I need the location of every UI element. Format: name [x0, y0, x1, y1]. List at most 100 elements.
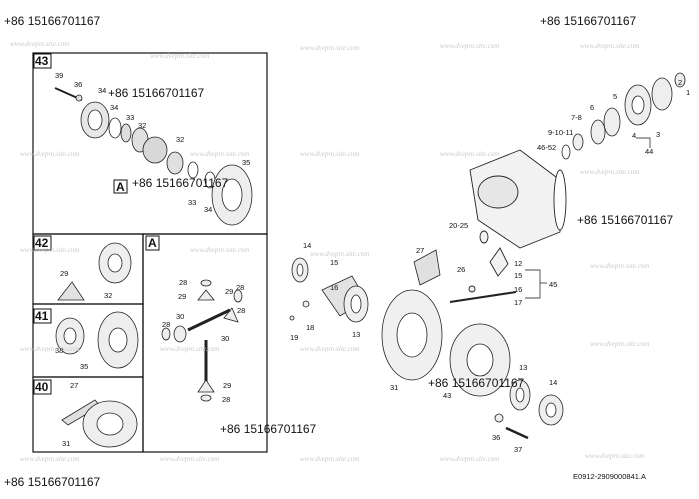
- phone-overlay-center: +86 15166701167: [428, 376, 525, 390]
- phone-overlay-top-left: +86 15166701167: [4, 14, 101, 28]
- callout-number: 20-25: [449, 221, 468, 230]
- watermark: www.dvepro.site.com: [440, 42, 500, 50]
- callout-number: 33: [188, 198, 196, 207]
- callout-number: 38: [55, 346, 63, 355]
- watermark: www.dvepro.site.com: [310, 250, 370, 258]
- callout-number: 16: [514, 285, 522, 294]
- callout-number: 16: [330, 283, 338, 292]
- watermark: www.dvepro.site.com: [150, 52, 210, 60]
- box-label-a: A: [148, 236, 157, 250]
- callout-label-a: A: [116, 180, 125, 194]
- box-a: [142, 233, 268, 453]
- watermark: www.dvepro.site.com: [300, 150, 360, 158]
- watermark: www.dvepro.site.com: [300, 44, 360, 52]
- callout-number: 17: [514, 298, 522, 307]
- watermark: www.dvepro.site.com: [580, 42, 640, 50]
- watermark: www.dvepro.site.com: [440, 150, 500, 158]
- callout-number: 29: [225, 287, 233, 296]
- callout-number: 34: [110, 103, 118, 112]
- callout-number: 36: [492, 433, 500, 442]
- callout-number: 35: [80, 362, 88, 371]
- callout-number: 32: [176, 135, 184, 144]
- callout-number: 30: [221, 334, 229, 343]
- box-label-42: 42: [35, 236, 49, 250]
- callout-number: 19: [290, 333, 298, 342]
- flange-parts: [561, 72, 686, 160]
- callout-number: 32: [138, 121, 146, 130]
- callout-number: 28: [236, 283, 244, 292]
- callout-number: 45: [549, 280, 557, 289]
- watermark: www.dvepro.site.com: [590, 262, 650, 270]
- phone-overlay-bottom-center: +86 15166701167: [220, 422, 317, 436]
- box40-parts: [61, 399, 138, 448]
- callout-number: 29: [178, 292, 186, 301]
- callout-number: 1: [686, 88, 690, 97]
- callout-number: 18: [306, 323, 314, 332]
- callout-number: 27: [416, 246, 424, 255]
- watermark: www.dvepro.site.com: [20, 150, 80, 158]
- axle-housing: [449, 149, 567, 303]
- phone-overlay-top-right: +86 15166701167: [540, 14, 637, 28]
- callout-number: 44: [645, 147, 653, 156]
- watermark: www.dvepro.site.com: [300, 455, 360, 463]
- watermark: www.dvepro.site.com: [440, 455, 500, 463]
- callout-number: 12: [514, 259, 522, 268]
- watermark: www.dvepro.site.com: [580, 168, 640, 176]
- callout-number: 30: [176, 312, 184, 321]
- watermark: www.dvepro.site.com: [300, 345, 360, 353]
- callout-number: 5: [613, 92, 617, 101]
- watermark: www.dvepro.site.com: [585, 452, 645, 460]
- box42-parts: [57, 242, 132, 301]
- callout-number: 32: [104, 291, 112, 300]
- watermark: www.dvepro.site.com: [190, 150, 250, 158]
- callout-number: 7-8: [571, 113, 582, 122]
- watermark: www.dvepro.site.com: [10, 40, 70, 48]
- box-label-41: 41: [35, 309, 49, 323]
- callout-number: 14: [549, 378, 557, 387]
- phone-overlay-box43-lower: +86 15166701167: [132, 176, 229, 190]
- watermark: www.dvepro.site.com: [20, 455, 80, 463]
- case-parts: [449, 323, 564, 440]
- watermark: www.dvepro.site.com: [20, 246, 80, 254]
- callout-numbers: 3936343433323233343529323835273128292829…: [55, 71, 690, 454]
- callout-number: 29: [60, 269, 68, 278]
- box-label-40: 40: [35, 380, 49, 394]
- callout-number: 31: [62, 439, 70, 448]
- callout-number: 35: [242, 158, 250, 167]
- callout-number: 34: [98, 86, 106, 95]
- callout-number: 9-10-11: [548, 128, 573, 137]
- callout-number: 39: [55, 71, 63, 80]
- callout-number: 13: [352, 330, 360, 339]
- box-label-43: 43: [35, 54, 49, 68]
- callout-number: 28: [237, 306, 245, 315]
- callout-number: 31: [390, 383, 398, 392]
- middle-parts: [289, 249, 443, 381]
- callout-number: 46-52: [537, 143, 556, 152]
- callout-number: 29: [223, 381, 231, 390]
- callout-number: 14: [303, 241, 311, 250]
- watermark: www.dvepro.site.com: [160, 345, 220, 353]
- callout-number: 33: [126, 113, 134, 122]
- callout-number: 4: [632, 131, 636, 140]
- watermark: www.dvepro.site.com: [20, 345, 80, 353]
- document-code: E0912-2909000841.A: [573, 472, 646, 481]
- callout-number: 26: [457, 265, 465, 274]
- watermark: www.dvepro.site.com: [190, 246, 250, 254]
- callout-number: 28: [162, 320, 170, 329]
- callout-number: 37: [514, 445, 522, 454]
- callout-number: 6: [590, 103, 594, 112]
- callout-number: 2: [678, 78, 682, 87]
- callout-number: 34: [204, 205, 212, 214]
- callout-number: 28: [179, 278, 187, 287]
- box41-parts: [55, 311, 139, 369]
- phone-overlay-bottom-left: +86 15166701167: [4, 475, 101, 489]
- callout-number: 36: [74, 80, 82, 89]
- boxa-parts: [161, 279, 243, 402]
- phone-overlay-box43: +86 15166701167: [108, 86, 205, 100]
- watermark: www.dvepro.site.com: [160, 455, 220, 463]
- callout-number: 43: [443, 391, 451, 400]
- box43-parts: [54, 87, 253, 226]
- callout-number: 28: [222, 395, 230, 404]
